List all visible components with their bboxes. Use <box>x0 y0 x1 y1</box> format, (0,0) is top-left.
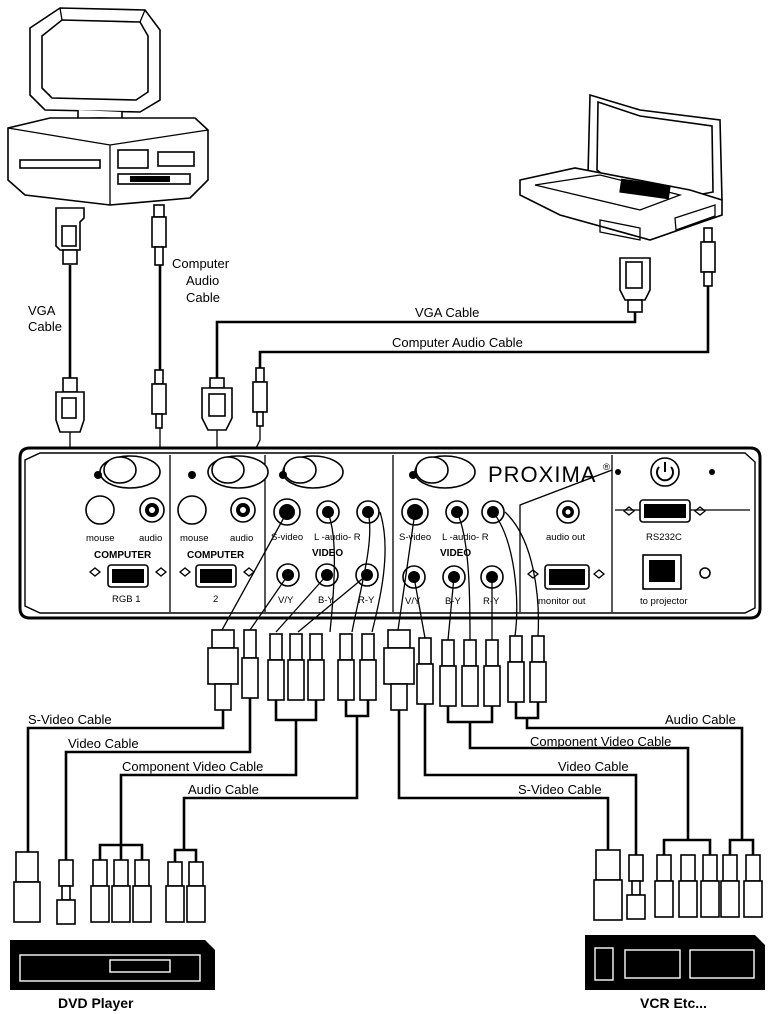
rgb2-label: 2 <box>213 594 218 605</box>
rca-plug-icon <box>360 634 376 700</box>
vga-connector-icon <box>56 378 84 432</box>
rca-plug-icon <box>744 855 762 917</box>
mouse-label-2: mouse <box>180 533 209 544</box>
computer-label-1: COMPUTER <box>94 550 152 561</box>
video-cable-label-right: Video Cable <box>558 759 629 774</box>
rca-plug-icon <box>288 634 304 700</box>
rca-plug-icon <box>242 630 258 698</box>
rca-plug-icon <box>627 855 645 919</box>
vga-connector-icon <box>202 378 232 430</box>
audio-plug-icon <box>253 368 267 426</box>
rca-plug-icon <box>112 860 130 922</box>
rca-plug-icon <box>338 634 354 700</box>
svideo-cable-label-left: S-Video Cable <box>28 712 112 727</box>
computer-audio-label-left: Computer <box>172 256 230 271</box>
rca-plug-icon <box>133 860 151 922</box>
rca-plug-icon <box>701 855 719 917</box>
rca-plug-icon <box>187 862 205 922</box>
audio-label-2: audio <box>230 533 253 544</box>
desktop-computer-icon <box>8 8 208 205</box>
audio-out-label: audio out <box>546 532 585 543</box>
laptop-icon <box>520 95 722 240</box>
audio-label-1: audio <box>139 533 162 544</box>
vga-cable-label-left: VGA <box>28 303 56 318</box>
vcr-icon <box>585 935 765 990</box>
component-video-cable-label-right: Component Video Cable <box>530 734 671 749</box>
vcr-label: VCR Etc... <box>640 995 707 1011</box>
vga-connector-icon <box>620 258 650 312</box>
rca-plug-icon <box>484 640 500 706</box>
computer-label-2: COMPUTER <box>187 550 245 561</box>
mouse-label-1: mouse <box>86 533 115 544</box>
rs232c-label: RS232C <box>646 532 682 543</box>
rca-plug-icon <box>655 855 673 917</box>
by-label-2: B-Y <box>445 596 462 607</box>
rca-plug-icon <box>308 634 324 700</box>
svideo-label-1: S-video <box>271 532 303 543</box>
svideo-label-2: S-video <box>399 532 431 543</box>
to-projector-label: to projector <box>640 596 688 607</box>
rca-plug-icon <box>91 860 109 922</box>
audio-cable-label-left: Audio Cable <box>188 782 259 797</box>
brand-registered-mark: ® <box>603 462 610 473</box>
rca-plug-icon <box>440 640 456 706</box>
ry-label-1: R-Y <box>358 595 375 606</box>
audio-lr-label-1: L -audio- R <box>314 532 361 543</box>
svideo-plug-icon <box>384 630 414 710</box>
rca-plug-icon <box>530 636 546 702</box>
rca-plug-icon <box>268 634 284 700</box>
rgb1-label: RGB 1 <box>112 594 141 605</box>
vy-label-1: V/Y <box>278 595 294 606</box>
audio-plug-icon <box>152 370 166 428</box>
vga-connector-icon <box>56 208 84 264</box>
monitor-out-label: monitor out <box>538 596 586 607</box>
rca-plug-icon <box>166 862 184 922</box>
dvd-player-label: DVD Player <box>58 995 134 1011</box>
brand-name: PROXIMA <box>488 462 596 487</box>
rca-plug-icon <box>462 640 478 706</box>
svideo-cable-label-right: S-Video Cable <box>518 782 602 797</box>
video-cable-label-left: Video Cable <box>68 736 139 751</box>
audio-plug-icon <box>152 205 166 265</box>
mouse-port-1 <box>86 496 114 524</box>
audio-plug-icon <box>701 228 715 286</box>
mouse-port-2 <box>178 496 206 524</box>
dvd-player-icon <box>10 940 215 990</box>
computer-audio-label-left-line2: Audio <box>186 273 219 288</box>
rca-plug-icon <box>57 860 75 924</box>
projector-connector-panel: PROXIMA ® mouse audio COMPUTER RGB 1 mou… <box>20 448 760 618</box>
vga-cable-label-right: VGA Cable <box>415 305 479 320</box>
computer-audio-cable-label-right: Computer Audio Cable <box>392 335 523 350</box>
rca-plug-icon <box>721 855 739 917</box>
rca-plug-icon <box>679 855 697 917</box>
vga-cable-label-left-line2: Cable <box>28 319 62 334</box>
component-video-cable-label-left: Component Video Cable <box>122 759 263 774</box>
svideo-plug-icon <box>594 850 622 920</box>
computer-audio-label-left-line3: Cable <box>186 290 220 305</box>
rca-plug-icon <box>417 638 433 704</box>
audio-cable-label-right: Audio Cable <box>665 712 736 727</box>
video-label-1: VIDEO <box>312 548 343 559</box>
svideo-plug-icon <box>208 630 238 710</box>
svideo-plug-icon <box>14 852 40 922</box>
rca-plug-icon <box>508 636 524 702</box>
